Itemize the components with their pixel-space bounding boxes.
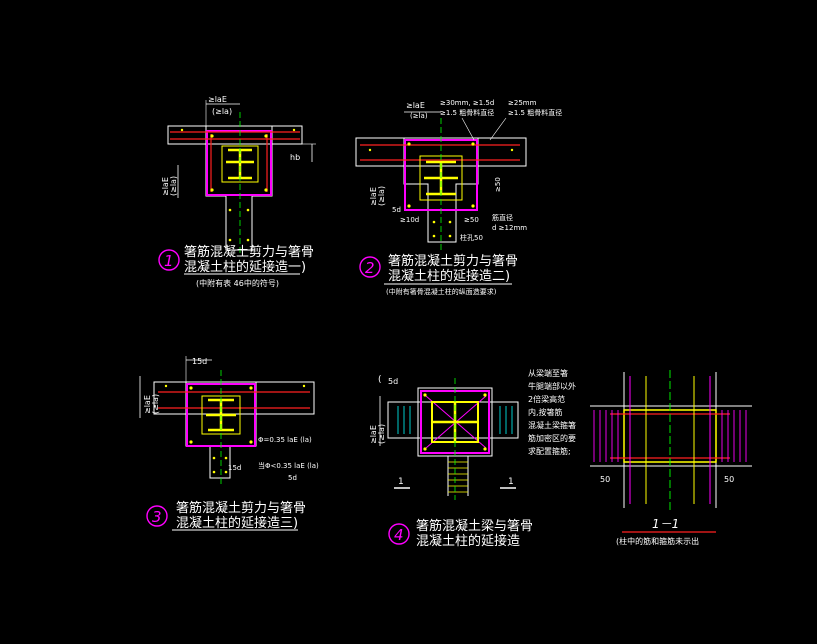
svg-text:混凝土梁箍箸: 混凝土梁箍箸: [528, 420, 576, 430]
dim-sd: ≥50: [464, 216, 479, 224]
detail-number: 1: [164, 252, 174, 270]
dim-top-b: (≥la): [410, 112, 428, 120]
detail4-note: 从梁端至箸 牛腿端部以外 2倍梁高范 内,按箸筋 混凝土梁箍箸 筋加密区的要 求…: [528, 368, 576, 456]
dim-5d: 5d: [392, 206, 401, 214]
note-1a: ≥30mm, ≥1.5d: [440, 99, 494, 107]
dim-left-b: (≥la): [151, 394, 160, 414]
svg-text:2倍梁高范: 2倍梁高范: [528, 394, 565, 404]
note-035a: Φ=0.35 laE (la): [258, 436, 312, 444]
steel-section: [221, 145, 259, 183]
cut-mark-left: 1: [398, 477, 404, 487]
section-1-1: 50 50 1－1 (柱中的筋和箍筋未示出: [590, 370, 752, 546]
dim-top-b: (≥la): [212, 107, 232, 116]
dim-left-a: ≥laE: [369, 425, 378, 444]
detail-number-circle: [388, 523, 410, 545]
cut-mark-right: 1: [508, 477, 514, 487]
caption-line1: 箸筋混凝土梁与箸骨: [416, 518, 533, 534]
dim-5d: 5d: [388, 377, 398, 386]
beam-outline: [153, 381, 315, 415]
detail-number: 2: [365, 259, 375, 277]
dim-15d: 15d: [228, 464, 241, 472]
dim-left-b: (≥la): [169, 176, 178, 196]
caption-note: (中附有表 46中的符号): [196, 278, 279, 288]
caption-line1: 箸筋混凝土剪力与箸骨: [176, 500, 306, 516]
svg-text:求配置箍筋;: 求配置箍筋;: [528, 446, 571, 456]
stirrup: [206, 130, 272, 196]
column-outline: [205, 126, 273, 251]
note-1b: ≥1.5 粗骨料直径: [440, 108, 494, 117]
dim-50-left: 50: [600, 475, 610, 484]
dim-top: ≥laE: [406, 101, 425, 110]
dim-5d: 5d: [288, 474, 297, 482]
section-title: 1－1: [652, 517, 679, 531]
detail-number-circle: [146, 505, 168, 527]
dim-left-a: ≥laE: [143, 395, 152, 414]
note-2b: ≥1.5 粗骨料直径: [508, 108, 562, 117]
dim-left-b: (≥la): [377, 424, 386, 444]
note-2a: ≥25mm: [508, 99, 537, 107]
svg-text:筋加密区的要: 筋加密区的要: [528, 433, 576, 443]
detail-number-circle: [158, 249, 180, 271]
dim-10d: ≥10d: [400, 216, 419, 224]
dim-top-a: ≥laE: [208, 95, 227, 104]
dim-left-b: (≥la): [377, 186, 386, 206]
detail-1: ≥laE (≥la) ≥laE (≥la) hb 1 箸筋混凝土剪力与箸骨 混凝…: [158, 95, 316, 288]
column-outline: [403, 138, 479, 243]
caption-line1: 箸筋混凝土剪力与箸骨: [184, 244, 314, 260]
label-d: d ≥12mm: [492, 224, 527, 232]
detail-2: ≥laE (≥la) ≥30mm, ≥1.5d ≥1.5 粗骨料直径 ≥25mm…: [355, 99, 562, 296]
label-hole: 柱孔50: [460, 233, 483, 242]
svg-text:从梁端至箸: 从梁端至箸: [528, 368, 568, 378]
caption-line2: 混凝土柱的延接造: [416, 533, 520, 549]
section-note: (柱中的筋和箍筋未示出: [616, 536, 699, 546]
detail-number-circle: [359, 256, 381, 278]
dim-left-a: ≥laE: [161, 177, 170, 196]
detail-number: 3: [152, 508, 162, 526]
dim-15d-top: 15d: [192, 357, 207, 366]
dim-50: ≥50: [494, 177, 502, 192]
caption-line1: 箸筋混凝土剪力与箸骨: [388, 253, 518, 269]
caption-line2: 混凝土柱的延接造一): [184, 259, 306, 275]
dim-50-right: 50: [724, 475, 734, 484]
label-bar: 筋直径: [492, 213, 513, 222]
caption-line2: 混凝土柱的延接造二): [388, 268, 510, 284]
dim-left-a: ≥laE: [369, 187, 378, 206]
detail-number: 4: [394, 526, 404, 544]
beam-outline: [167, 125, 303, 145]
svg-text:(: (: [378, 375, 382, 385]
svg-text:牛腿端部以外: 牛腿端部以外: [528, 381, 576, 391]
detail-3: 15d ≥laE (≥la) Φ=0.35 laE (la) 当Φ<0.35 l…: [139, 356, 319, 531]
dim-hb: hb: [290, 153, 300, 162]
detail-4: 5d ( ≥laE (≥la) 1 1 从梁端至箸 牛腿端部以外 2倍梁高范 内…: [369, 368, 576, 549]
caption-line2: 混凝土柱的延接造三): [176, 515, 298, 531]
caption-note: (中附有箸骨混凝土柱的纵面造要求): [386, 287, 497, 296]
svg-text:内,按箸筋: 内,按箸筋: [528, 407, 563, 417]
note-035b: 当Φ<0.35 laE (la): [258, 461, 319, 470]
